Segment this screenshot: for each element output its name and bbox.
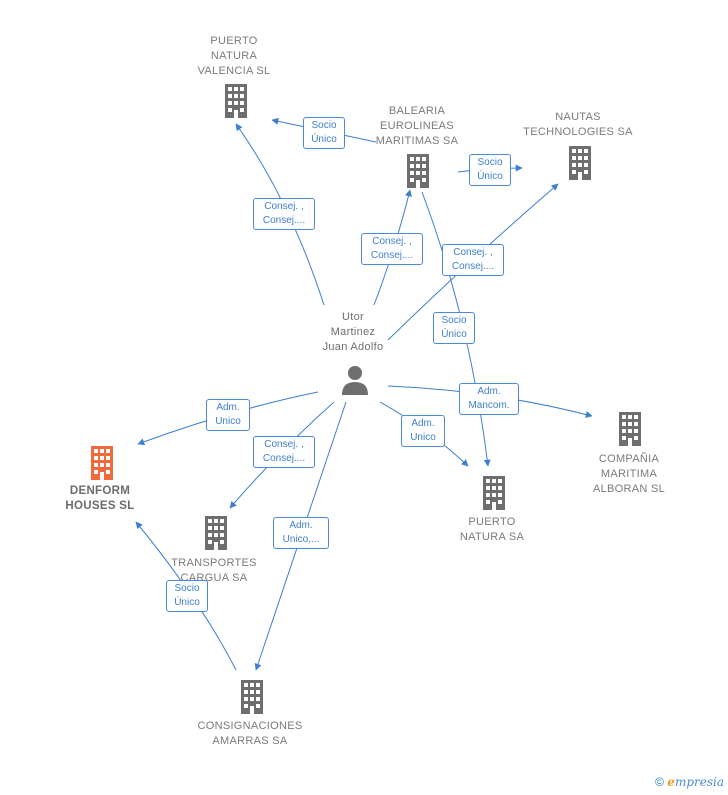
relation-label-consej[interactable]: Consej. , Consej....	[253, 198, 315, 230]
company-building-icon[interactable]	[238, 680, 266, 714]
relation-label-consej[interactable]: Consej. , Consej....	[442, 244, 504, 276]
company-building-icon[interactable]	[480, 476, 508, 510]
company-label-consignaciones[interactable]: CONSIGNACIONES AMARRAS SA	[197, 720, 303, 747]
company-label-compania[interactable]: COMPAÑIA MARITIMA ALBORAN SL	[592, 453, 666, 495]
relation-label-consej[interactable]: Consej. , Consej....	[361, 233, 423, 265]
company-label-denform[interactable]: DENFORM HOUSES SL	[65, 485, 135, 512]
relation-label-adm-unico[interactable]: Adm. Unico	[206, 399, 250, 431]
relation-label-consej[interactable]: Consej. , Consej....	[253, 436, 315, 468]
relation-label-adm-unico[interactable]: Adm. Unico,...	[273, 517, 329, 549]
relation-label-adm-unico[interactable]: Adm. Unico	[401, 415, 445, 447]
company-building-icon[interactable]	[222, 84, 250, 118]
company-building-icon[interactable]	[404, 154, 432, 188]
brand-logo-text: mpresia	[674, 775, 724, 789]
person-label[interactable]: Utor Martinez Juan Adolfo	[322, 311, 384, 353]
company-label-puerto-natura-valencia[interactable]: PUERTO NATURA VALENCIA SL	[197, 35, 271, 77]
relation-label-socio-unico[interactable]: Socio Único	[166, 580, 208, 612]
focus-company-building-icon[interactable]	[87, 446, 117, 480]
person-icon[interactable]	[340, 364, 370, 396]
brand-logo-e: e	[667, 775, 675, 789]
company-building-icon[interactable]	[566, 146, 594, 180]
footer-brand[interactable]: © empresia	[655, 775, 724, 789]
company-building-icon[interactable]	[616, 412, 644, 446]
copyright-symbol: ©	[655, 775, 664, 789]
company-label-puerto-natura[interactable]: PUERTO NATURA SA	[459, 516, 525, 543]
company-label-nautas[interactable]: NAUTAS TECHNOLOGIES SA	[523, 111, 633, 138]
company-building-icon[interactable]	[202, 516, 230, 550]
relation-label-socio-unico[interactable]: Socio Único	[469, 154, 511, 186]
relation-label-socio-unico[interactable]: Socio Único	[303, 117, 345, 149]
relation-label-socio-unico[interactable]: Socio Único	[433, 312, 475, 344]
relation-label-adm-mancom[interactable]: Adm. Mancom.	[459, 383, 519, 415]
company-label-balearia[interactable]: BALEARIA EUROLINEAS MARITIMAS SA	[375, 105, 459, 147]
